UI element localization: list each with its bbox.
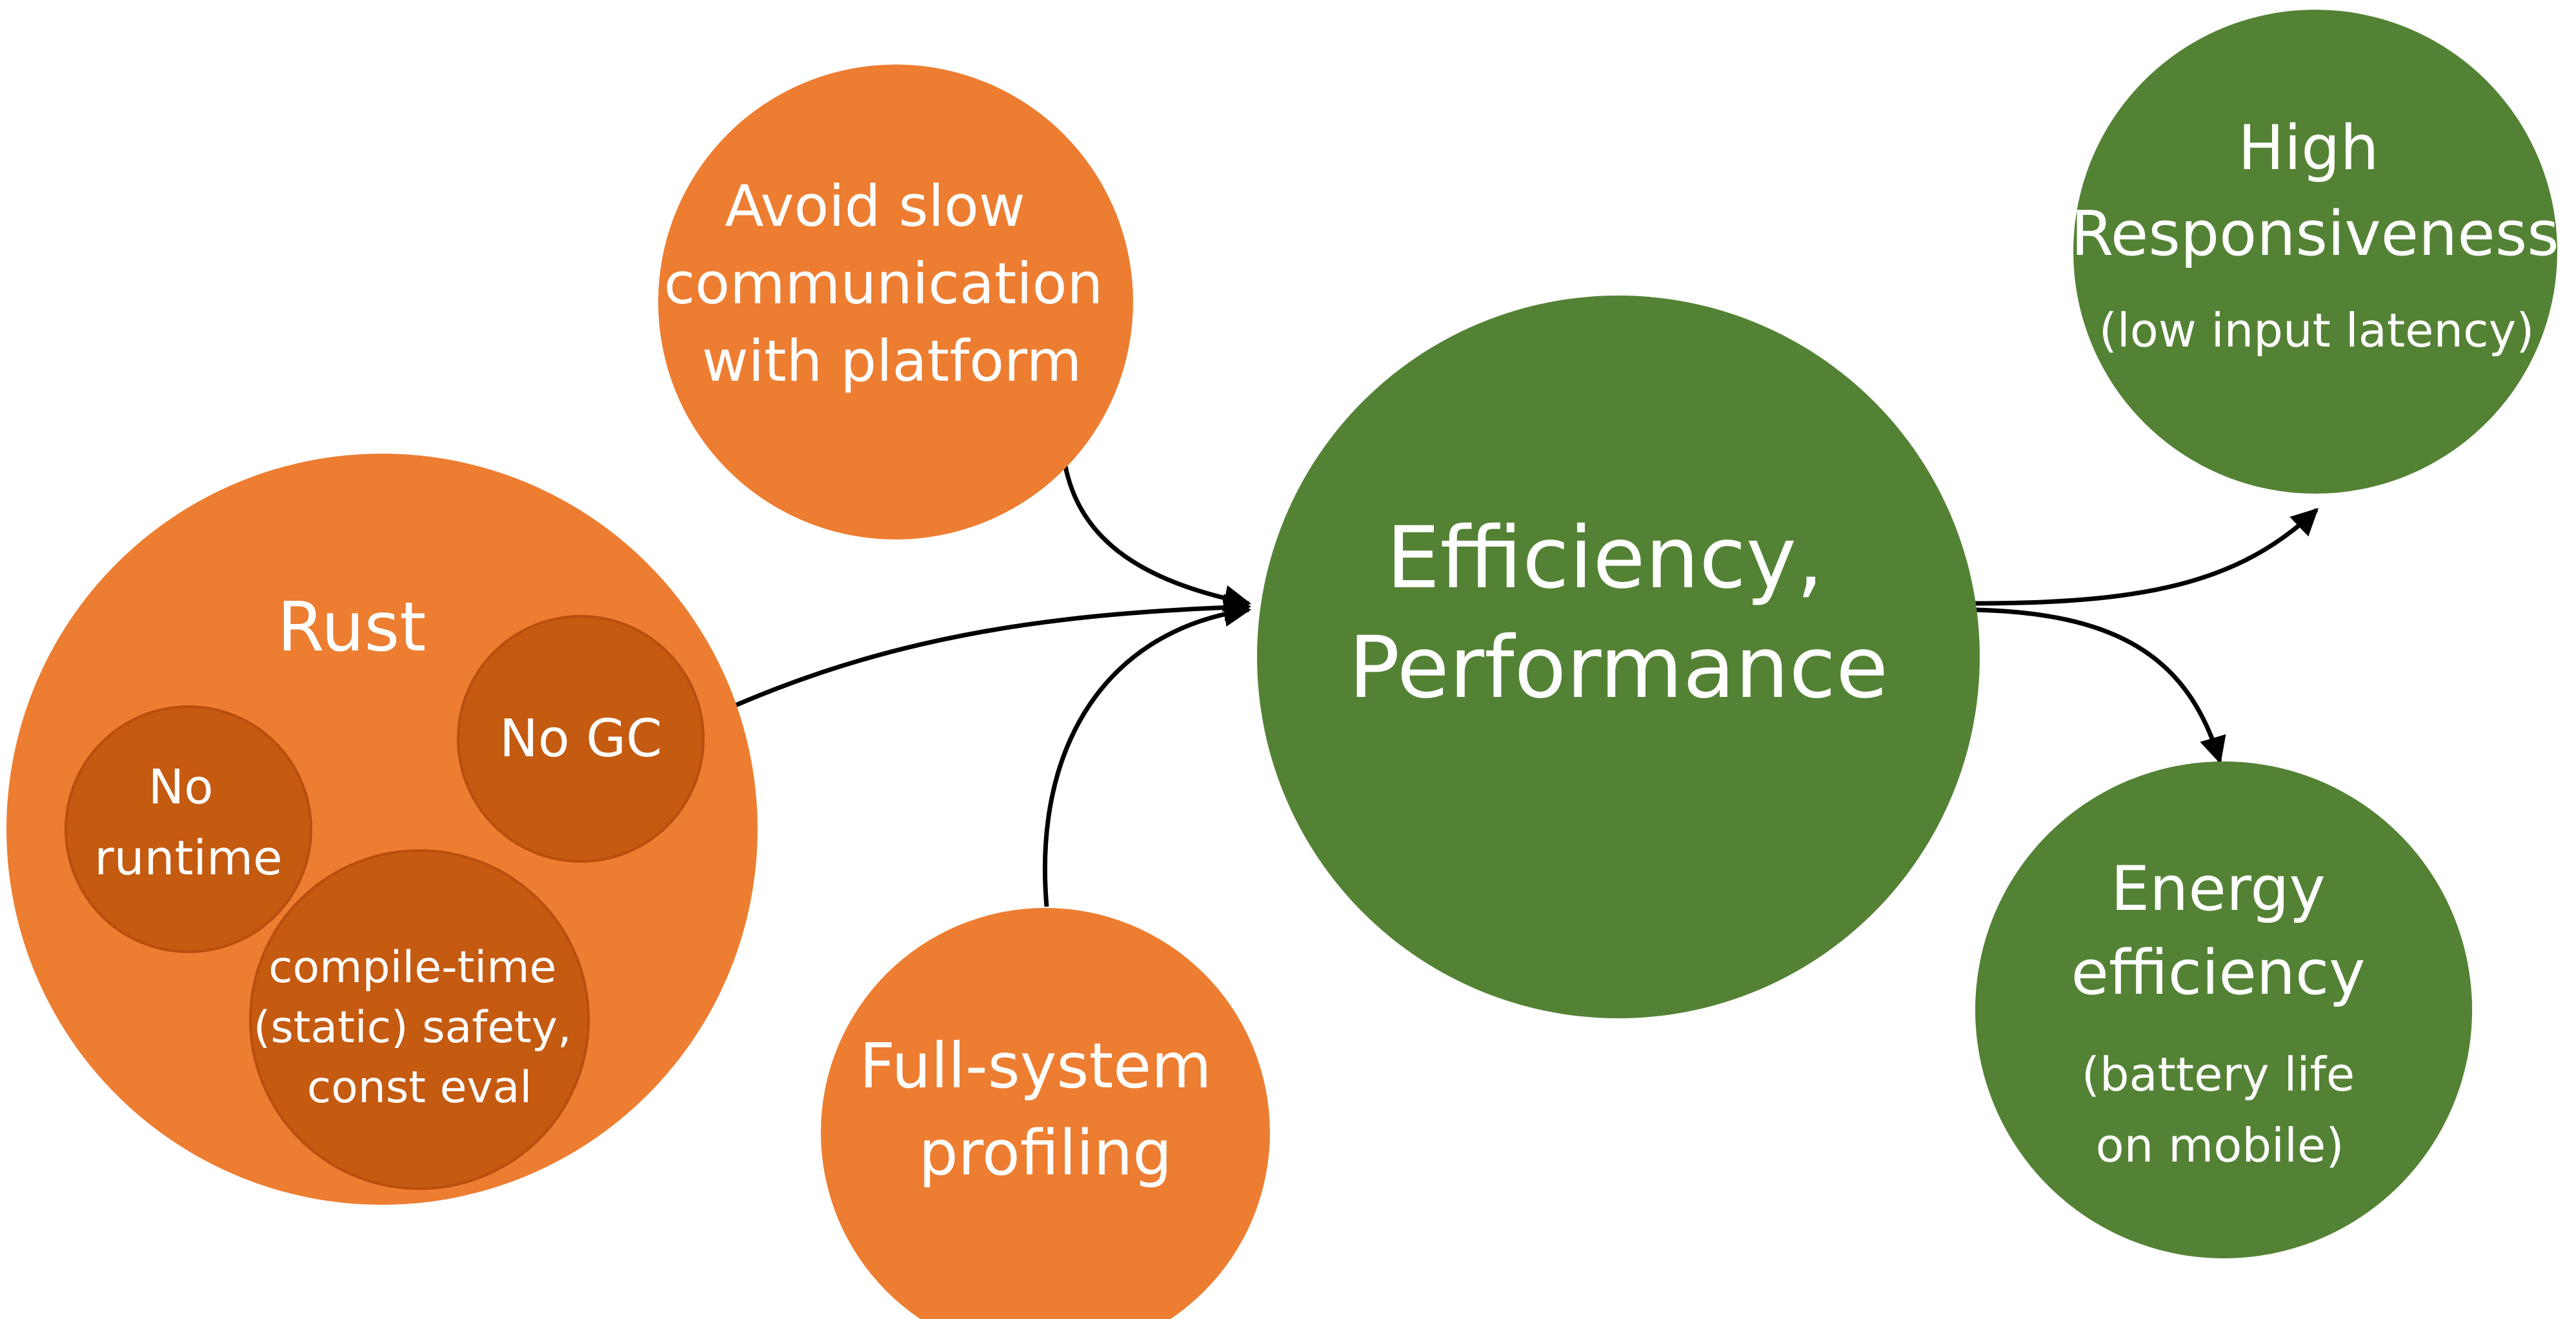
no-gc-node	[457, 615, 705, 863]
edge-avoid-slow-to-efficiency	[1061, 454, 1252, 612]
compile-time-node	[249, 849, 590, 1190]
edge-rust-to-efficiency	[731, 594, 1252, 709]
no-runtime-node	[65, 705, 312, 953]
edge-efficiency-to-responsiveness	[1974, 508, 2319, 606]
no-gc-label: No GC	[499, 709, 662, 769]
no-runtime-label: No runtime	[94, 760, 282, 886]
compile-time-label: compile-time (static) safety, const eval	[254, 942, 585, 1113]
edge-efficiency-to-energy	[1974, 607, 2226, 765]
edge-profiling-to-efficiency	[1042, 599, 1252, 907]
avoid-slow-label: Avoid slow communication with platform	[664, 173, 1122, 394]
energy-efficiency-node	[1975, 761, 2472, 1258]
high-responsiveness-node	[2073, 10, 2557, 494]
rust-label: Rust	[277, 588, 427, 667]
high-responsiveness-label: High Responsiveness (low input latency)	[2071, 113, 2562, 357]
full-system-node	[821, 908, 1270, 1319]
energy-efficiency-label: Energy efficiency (battery life on mobil…	[2071, 854, 2368, 1173]
full-system-label: Full-system profiling	[860, 1030, 1231, 1189]
efficiency-node	[1257, 296, 1980, 1018]
efficiency-label: Efficiency, Performance	[1349, 508, 1888, 718]
avoid-slow-node	[658, 65, 1133, 539]
